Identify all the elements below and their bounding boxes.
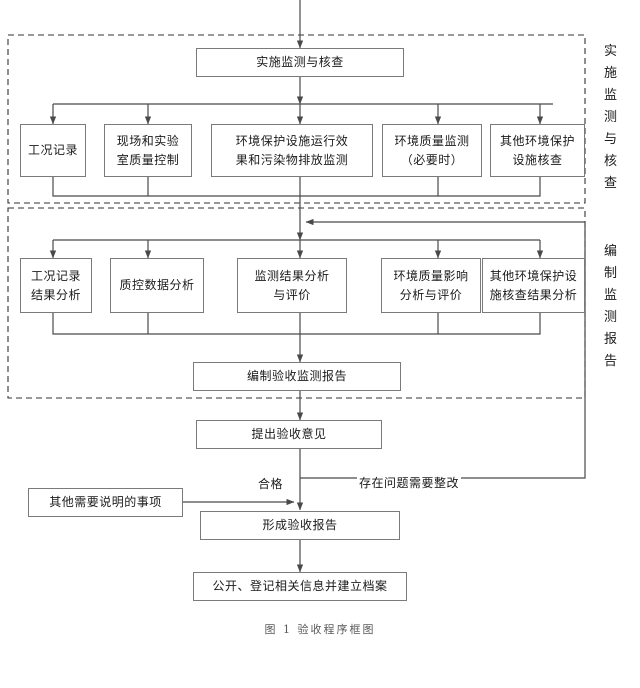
- edge-label-pass: 合格: [256, 475, 286, 492]
- node-work-condition-record[interactable]: 工况记录: [20, 124, 86, 177]
- group-label-char: 与: [603, 131, 618, 146]
- group-label-char: 制: [603, 265, 618, 280]
- node-line: （必要时）: [400, 152, 464, 167]
- group-label-implement: 实 施 监 测 与 核 查: [598, 40, 624, 194]
- node-line: 工况记录: [30, 268, 81, 283]
- group-label-char: 实: [603, 43, 618, 58]
- group-label-char: 监: [603, 87, 618, 102]
- node-line: 室质量控制: [116, 152, 180, 167]
- node-line: 其他需要说明的事项: [49, 495, 162, 509]
- group-label-char: 查: [603, 175, 618, 190]
- node-line: 现场和实验: [116, 133, 180, 148]
- node-line: 与评价: [273, 287, 311, 302]
- node-line: 公开、登记相关信息并建立档案: [212, 579, 388, 593]
- group-label-char: 测: [603, 309, 618, 324]
- bus-row2-bottom: [52, 313, 541, 335]
- node-other-matters-to-explain[interactable]: 其他需要说明的事项: [28, 488, 183, 517]
- node-line: 设施核查: [512, 152, 563, 167]
- edge-label-rectify: 存在问题需要整改: [357, 474, 462, 491]
- node-line: 环境保护设施运行效: [235, 133, 349, 148]
- node-line: 实施监测与核查: [256, 55, 344, 69]
- node-facility-effect-emission-monitor[interactable]: 环境保护设施运行效 果和污染物排放监测: [211, 124, 373, 177]
- node-site-lab-qc[interactable]: 现场和实验 室质量控制: [104, 124, 192, 177]
- node-line: 提出验收意见: [251, 427, 327, 441]
- node-line: 工况记录: [27, 143, 78, 157]
- node-line: 质控数据分析: [119, 278, 195, 292]
- node-line: 监测结果分析: [254, 268, 330, 283]
- node-line: 分析与评价: [399, 287, 463, 302]
- group-label-char: 编: [603, 243, 618, 258]
- node-line: 其他环境保护: [499, 133, 575, 148]
- node-line: 编制验收监测报告: [246, 369, 347, 383]
- node-other-env-facility-check[interactable]: 其他环境保护 设施核查: [490, 124, 585, 177]
- node-form-acceptance-report[interactable]: 形成验收报告: [200, 511, 400, 540]
- group-label-report: 编 制 监 测 报 告: [598, 240, 624, 372]
- group-label-char: 监: [603, 287, 618, 302]
- node-publish-register-archive[interactable]: 公开、登记相关信息并建立档案: [193, 572, 407, 601]
- group-label-char: 报: [603, 331, 618, 346]
- group-label-char: 施: [603, 65, 618, 80]
- node-work-condition-analysis[interactable]: 工况记录 结果分析: [20, 258, 92, 313]
- node-propose-acceptance-opinion[interactable]: 提出验收意见: [196, 420, 382, 449]
- node-compile-acceptance-report[interactable]: 编制验收监测报告: [193, 362, 401, 391]
- group-label-char: 核: [603, 153, 618, 168]
- node-other-facility-check-analysis[interactable]: 其他环境保护设 施核查结果分析: [482, 258, 585, 313]
- group-label-char: 测: [603, 109, 618, 124]
- node-env-quality-impact-analysis[interactable]: 环境质量影响 分析与评价: [381, 258, 481, 313]
- figure-caption: 图 1 验收程序框图: [264, 623, 376, 636]
- node-line: 形成验收报告: [262, 518, 338, 532]
- node-monitor-result-analysis[interactable]: 监测结果分析 与评价: [237, 258, 347, 313]
- group-label-char: 告: [603, 353, 618, 368]
- node-line: 结果分析: [30, 287, 81, 302]
- node-line: 环境质量影响: [393, 268, 469, 283]
- node-line: 果和污染物排放监测: [235, 152, 349, 167]
- node-qc-data-analysis[interactable]: 质控数据分析: [110, 258, 204, 313]
- node-line: 环境质量监测: [394, 133, 470, 148]
- node-implement-monitor[interactable]: 实施监测与核查: [196, 48, 404, 77]
- bus-row1-bottom: [52, 177, 541, 197]
- node-line: 其他环境保护设: [489, 268, 578, 283]
- node-env-quality-monitor[interactable]: 环境质量监测 （必要时）: [382, 124, 482, 177]
- node-line: 施核查结果分析: [489, 287, 578, 302]
